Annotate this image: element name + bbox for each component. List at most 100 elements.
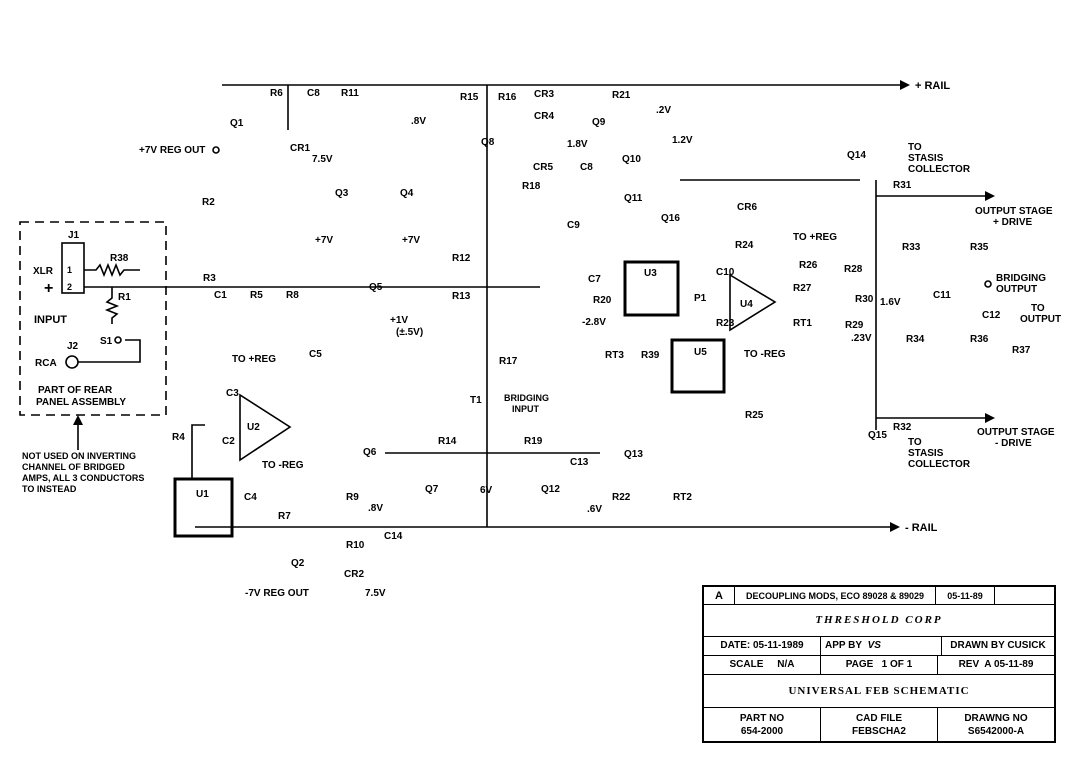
q16-label: Q16 (661, 213, 680, 224)
q5-label: Q5 (369, 282, 383, 293)
rt1-label: RT1 (793, 318, 812, 329)
note-line-4: TO INSTEAD (22, 484, 77, 494)
q7-label: Q7 (425, 484, 439, 495)
c8-mid-label: C8 (580, 162, 593, 173)
u4-label: U4 (740, 299, 753, 310)
r6-label: R6 (270, 88, 283, 99)
minus-rail-wire (195, 522, 900, 532)
r5-label: R5 (250, 290, 263, 301)
r4-label: R4 (172, 432, 185, 443)
r2-label: R2 (202, 197, 215, 208)
app-by-label: APP BY (825, 640, 863, 651)
t1-label: T1 (470, 395, 482, 406)
drawing-title: UNIVERSAL FEB SCHEMATIC (788, 684, 970, 697)
r1-resistor (104, 287, 120, 324)
r24-label: R24 (735, 240, 754, 251)
c4-label: C4 (244, 492, 257, 503)
r25-label: R25 (745, 410, 764, 421)
drawing-no-label: DRAWNG NO (964, 713, 1028, 724)
r13-label: R13 (452, 291, 471, 302)
plus-rail-label: + RAIL (915, 80, 950, 92)
r23-label: R23 (716, 318, 735, 329)
to-plus-reg-u2: TO +REG (232, 354, 276, 365)
drawn-by-field: DRAWN BY CUSICK (950, 640, 1046, 651)
v28-label: -2.8V (582, 317, 606, 328)
c10-label: C10 (716, 267, 735, 278)
u5-optocoupler (670, 338, 726, 394)
date-field: DATE: 05-11-1989 (704, 636, 821, 655)
v16-label: 1.6V (880, 297, 901, 308)
v12-label: 1.2V (672, 135, 693, 146)
cr5-label: CR5 (533, 162, 553, 173)
r34-label: R34 (906, 334, 925, 345)
r8-label: R8 (286, 290, 299, 301)
r10-label: R10 (346, 540, 365, 551)
q13-label: Q13 (624, 449, 643, 460)
v23-label: .23V (851, 333, 872, 344)
r17-label: R17 (499, 356, 518, 367)
r21-label: R21 (612, 90, 631, 101)
part-no-label: PART NO (739, 713, 785, 724)
u2-opamp (239, 393, 292, 462)
to-plus-reg-u4: TO +REG (793, 232, 837, 243)
note-line-2: CHANNEL OF BRIDGED (22, 462, 125, 472)
r18-label: R18 (522, 181, 541, 192)
rear-panel-note-2: PANEL ASSEMBLY (36, 397, 126, 408)
r9-label: R9 (346, 492, 359, 503)
bridging-output-2: OUTPUT (996, 284, 1037, 295)
j1-connector (61, 242, 85, 294)
stasis-bot-2: STASIS (908, 448, 944, 459)
r14-label: R14 (438, 436, 457, 447)
r37-label: R37 (1012, 345, 1031, 356)
u1-label: U1 (196, 489, 209, 500)
v8-top-label: .8V (411, 116, 426, 127)
output-pos-1: OUTPUT STAGE (975, 206, 1053, 217)
p1-label: P1 (694, 293, 707, 304)
u2-label: U2 (247, 422, 260, 433)
scale-field: SCALE N/A (704, 655, 821, 674)
stasis-top-2: STASIS (908, 153, 944, 164)
input-plus-sign: + (44, 280, 53, 297)
u3-label: U3 (644, 268, 657, 279)
r1-label: R1 (118, 292, 131, 303)
plus7v-right: +7V (402, 235, 420, 246)
c12-label: C12 (982, 310, 1001, 321)
u3-optocoupler (623, 260, 680, 317)
cr1-label: CR1 (290, 143, 310, 154)
title-block: A DECOUPLING MODS, ECO 89028 & 89029 05-… (702, 585, 1056, 743)
c14-label: C14 (384, 531, 403, 542)
r36-label: R36 (970, 334, 989, 345)
s1-label: S1 (100, 336, 113, 347)
r3-label: R3 (203, 273, 216, 284)
reg-out-pos-label: +7V REG OUT (139, 145, 205, 156)
j1-label: J1 (68, 230, 80, 241)
rt3-label: RT3 (605, 350, 624, 361)
bridging-input-1: BRIDGING (504, 393, 549, 403)
rear-panel-note-1: PART OF REAR (38, 385, 113, 396)
u5-label: U5 (694, 347, 707, 358)
note-line-3: AMPS, ALL 3 CONDUCTORS (22, 473, 144, 483)
j2-label: J2 (67, 341, 79, 352)
q6-label: Q6 (363, 447, 377, 458)
rt2-label: RT2 (673, 492, 692, 503)
cr6-label: CR6 (737, 202, 757, 213)
pin2-label: 2 (67, 282, 72, 292)
bridging-input-2: INPUT (512, 404, 540, 414)
minus-rail-label: - RAIL (905, 522, 938, 534)
q8-top-label: Q8 (481, 137, 495, 148)
page-field: PAGE 1 OF 1 (821, 655, 938, 674)
r12-label: R12 (452, 253, 471, 264)
stasis-bot-3: COLLECTOR (908, 459, 971, 470)
cr4-label: CR4 (534, 111, 554, 122)
r27-label: R27 (793, 283, 812, 294)
q1-label: Q1 (230, 118, 244, 129)
note-line-1: NOT USED ON INVERTING (22, 451, 136, 461)
c5-label: C5 (309, 349, 322, 360)
reg-out-neg-label: -7V REG OUT (245, 588, 309, 599)
output-neg-2: - DRIVE (995, 438, 1032, 449)
drawing-no-value: S6542000-A (967, 726, 1025, 737)
r35-label: R35 (970, 242, 989, 253)
r16-label: R16 (498, 92, 517, 103)
r19-label: R19 (524, 436, 543, 447)
